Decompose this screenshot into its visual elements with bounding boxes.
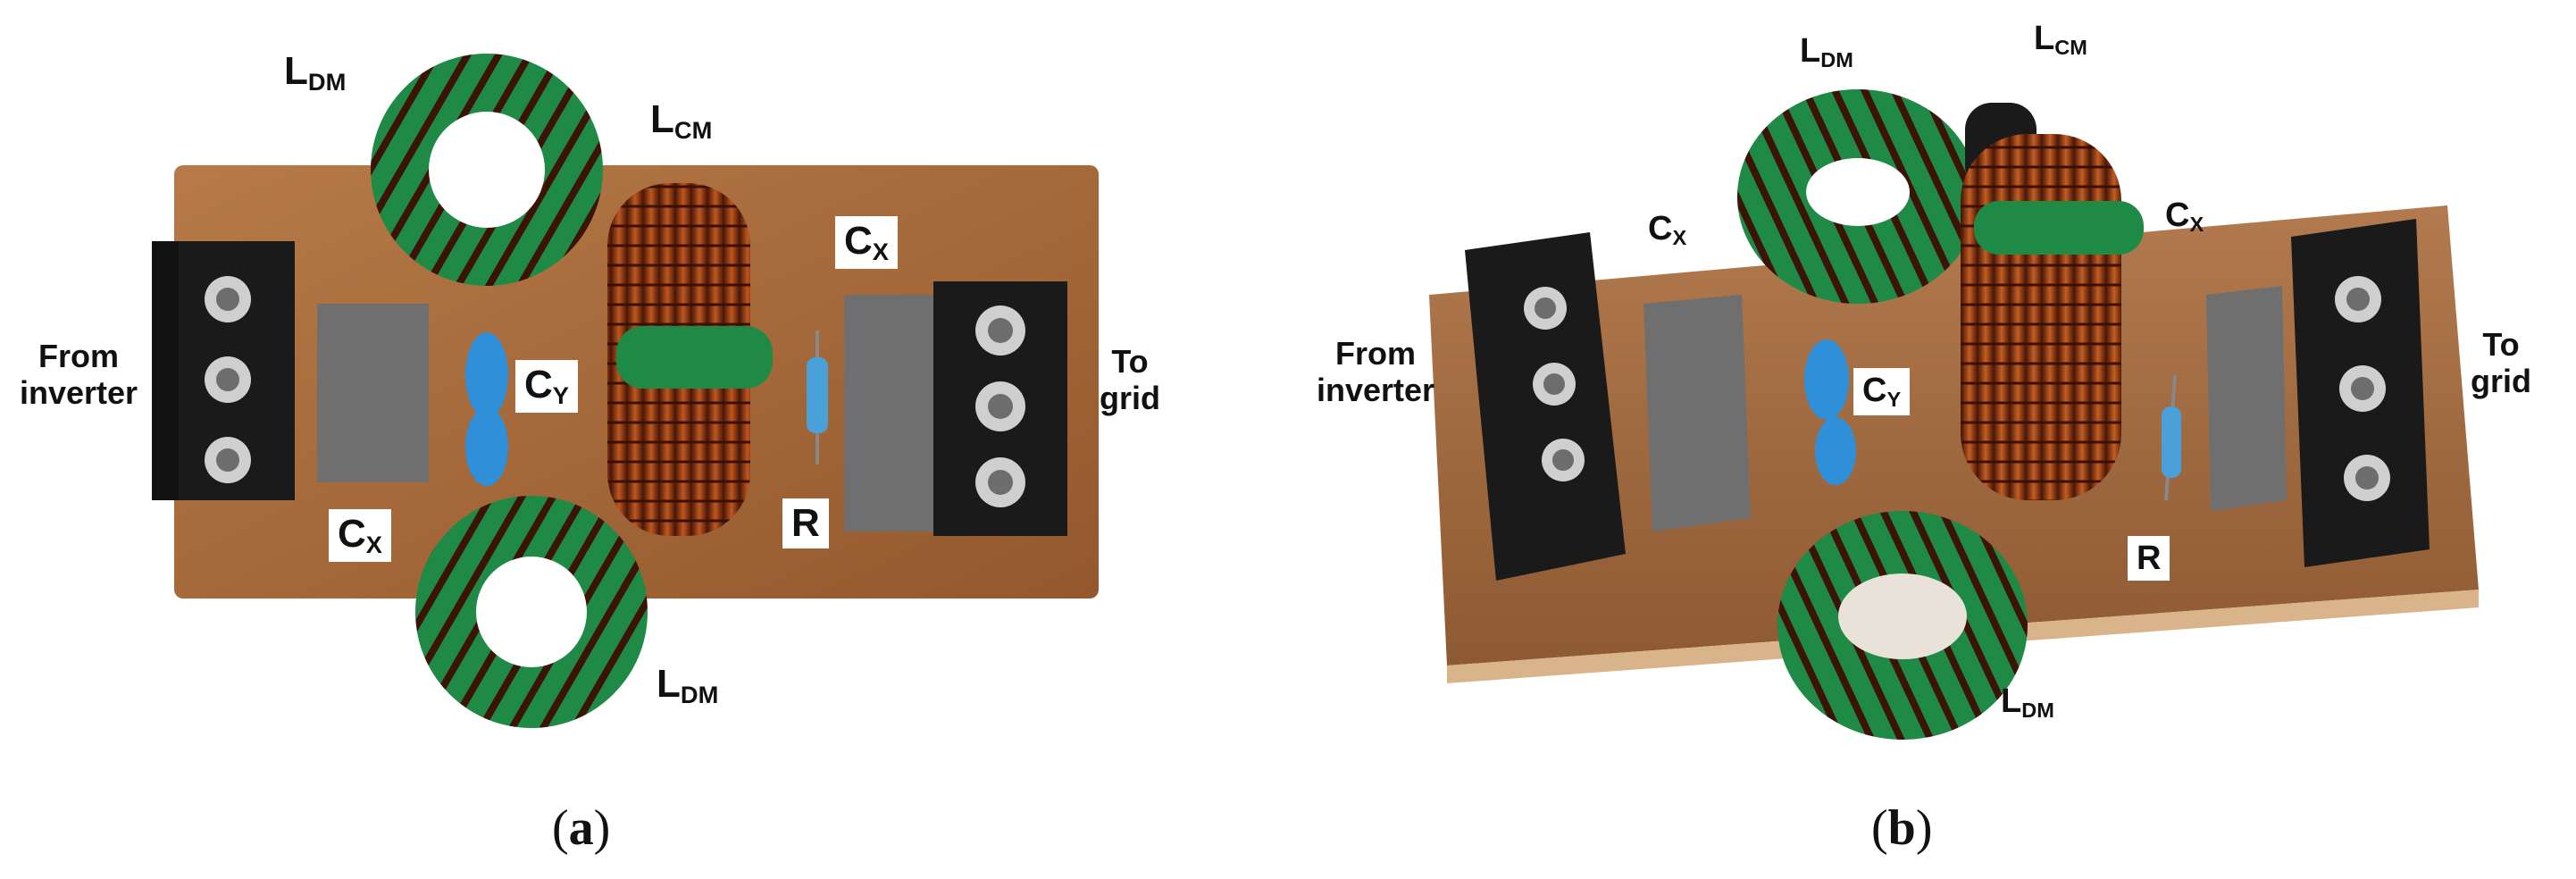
cx-capacitor-right xyxy=(844,295,947,532)
output-terminal-block xyxy=(933,281,1067,536)
filter-board-photo-top-view xyxy=(152,54,1099,728)
ldm-toroid-top xyxy=(371,54,603,286)
caption-b: (b) xyxy=(1871,800,1933,856)
cx-capacitor-left xyxy=(1643,295,1751,532)
label-ldm-bottom: LDM xyxy=(657,662,719,708)
filter-board-photo-perspective-view xyxy=(1429,89,2479,740)
lcm-choke xyxy=(607,183,773,536)
label-ldm-bottom: LDM xyxy=(2001,682,2054,722)
label-cx-right: CX xyxy=(2165,197,2204,236)
label-cx-right: CX xyxy=(835,216,898,270)
label-cy: CY xyxy=(1853,368,1911,416)
label-ldm-top: LDM xyxy=(1800,32,1853,71)
label-cy: CY xyxy=(515,360,578,414)
label-lcm: LCM xyxy=(2034,20,2087,59)
ldm-toroid-bottom xyxy=(1777,511,2028,740)
output-terminal-block xyxy=(2291,219,2430,567)
caption-a: (a) xyxy=(552,800,611,856)
resistor xyxy=(2162,374,2181,501)
label-r: R xyxy=(2128,536,2170,581)
label-ldm-top: LDM xyxy=(284,49,347,96)
resistor xyxy=(807,331,828,465)
cy-capacitor xyxy=(465,332,508,418)
input-terminal-block xyxy=(152,241,295,500)
ldm-toroid-bottom xyxy=(415,496,648,728)
input-terminal-block xyxy=(1465,232,1626,581)
cx-capacitor-right xyxy=(2206,286,2287,511)
label-cx-left: CX xyxy=(1648,210,1687,249)
cx-capacitor-left xyxy=(317,304,429,482)
ldm-toroid-top xyxy=(1737,89,1978,304)
label-r: R xyxy=(782,498,829,548)
label-lcm: LCM xyxy=(650,97,713,144)
lcm-choke xyxy=(1961,103,2144,500)
label-cx-left: CX xyxy=(329,509,391,563)
cy-capacitor xyxy=(1804,339,1849,420)
